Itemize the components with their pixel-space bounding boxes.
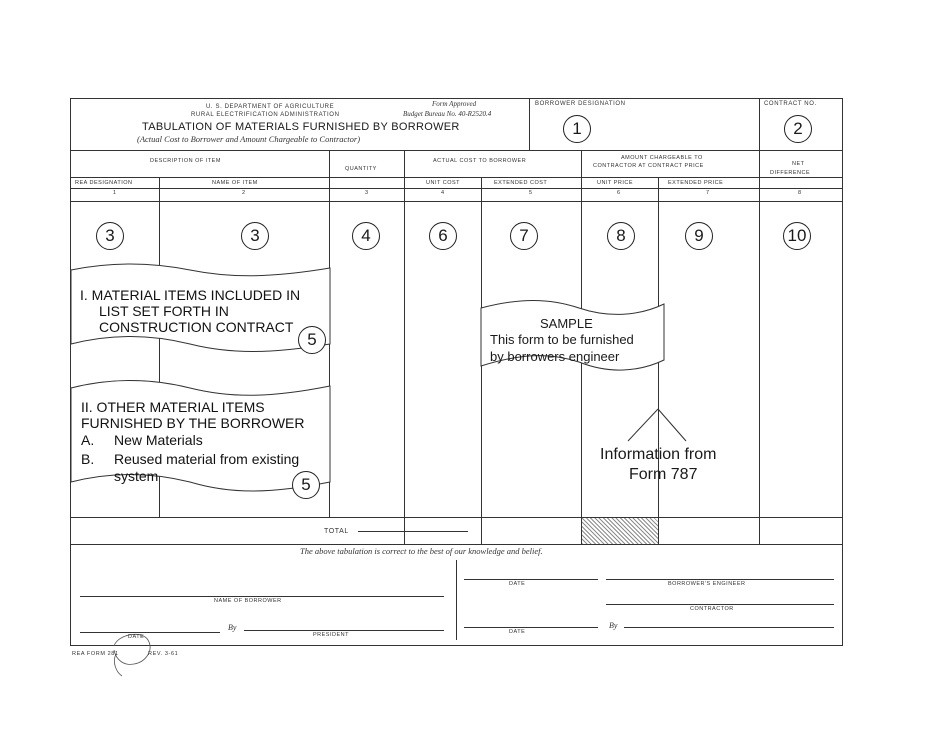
callout-2: 2 <box>784 115 812 143</box>
col-line-net <box>759 150 760 544</box>
col-num-8: 8 <box>798 190 802 196</box>
form-approved: Form Approved <box>432 100 477 108</box>
form-frame <box>70 98 843 646</box>
callout-10: 10 <box>783 222 811 250</box>
total-top-line <box>70 517 842 518</box>
callout-9: 9 <box>685 222 713 250</box>
rea-designation-header: REA DESIGNATION <box>75 180 133 186</box>
banner-2-a-text: New Materials <box>114 432 203 448</box>
by-label-2: By <box>609 621 618 630</box>
banner-1-line2: LIST SET FORTH IN <box>99 303 229 319</box>
form-title: TABULATION OF MATERIALS FURNISHED BY BOR… <box>142 121 460 133</box>
callout-4: 4 <box>352 222 380 250</box>
net-header-2: DIFFERENCE <box>770 170 811 176</box>
banner-2-b-label: B. <box>81 451 95 467</box>
banner-2-shape <box>70 380 331 492</box>
callout-3-name: 3 <box>241 222 269 250</box>
callout-7: 7 <box>510 222 538 250</box>
description-header: DESCRIPTION OF ITEM <box>150 158 221 164</box>
total-arrow-line <box>358 531 468 532</box>
total-bottom-line <box>70 544 842 545</box>
col-num-1: 1 <box>113 190 117 196</box>
col-header-number-line <box>70 188 842 189</box>
footer-divider <box>456 560 457 640</box>
dept-text: U. S. DEPARTMENT OF AGRICULTURE <box>206 104 335 110</box>
info-line1: Information from <box>600 446 717 463</box>
sample-line2: by borrowers engineer <box>490 349 620 364</box>
contractor-by-line <box>624 627 834 628</box>
budget-bureau: Budget Bureau No. 40-R2520.4 <box>403 110 492 118</box>
form-subtitle: (Actual Cost to Borrower and Amount Char… <box>137 134 361 144</box>
callout-8: 8 <box>607 222 635 250</box>
banner-2-line1: II. OTHER MATERIAL ITEMS <box>81 399 265 415</box>
banner-2-b-text: Reused material from existing <box>114 451 300 467</box>
col-line-unitcost <box>404 150 405 544</box>
total-label: TOTAL <box>324 528 349 535</box>
info-line2: Form 787 <box>629 466 698 483</box>
president-line <box>244 630 444 631</box>
name-of-item-header: NAME OF ITEM <box>212 180 258 186</box>
certify-text: The above tabulation is correct to the b… <box>300 546 543 556</box>
callout-3-rea: 3 <box>96 222 124 250</box>
header-bottom-line <box>70 150 842 151</box>
amount-chargeable-header-2: CONTRACTOR AT CONTRACT PRICE <box>593 163 704 169</box>
date-label-2: DATE <box>509 629 526 635</box>
form-revision: REV. 3-61 <box>148 651 179 657</box>
banner-1-line1: I. MATERIAL ITEMS INCLUDED IN <box>80 287 301 303</box>
banner-1-shape <box>70 263 331 352</box>
callout-5-banner1: 5 <box>298 326 326 354</box>
by-label-1: By <box>228 623 237 632</box>
extended-price-header: EXTENDED PRICE <box>668 180 724 186</box>
col-line-name <box>159 177 160 517</box>
unit-price-header: UNIT PRICE <box>597 180 634 186</box>
unit-cost-header: UNIT COST <box>426 180 461 186</box>
col-num-7: 7 <box>706 190 710 196</box>
name-of-borrower-label: NAME OF BORROWER <box>214 598 282 604</box>
extended-cost-header: EXTENDED COST <box>494 180 548 186</box>
col-num-6: 6 <box>617 190 621 196</box>
quantity-header: QUANTITY <box>345 166 377 172</box>
col-num-2: 2 <box>242 190 246 196</box>
sample-banner-shape <box>480 300 665 371</box>
date-stamp-line <box>80 632 220 633</box>
header-divider-1 <box>529 98 530 150</box>
callout-1: 1 <box>563 115 591 143</box>
info-pointer <box>627 408 687 442</box>
banner-2-line2: FURNISHED BY THE BORROWER <box>81 415 305 431</box>
col-header-mid-line <box>70 177 842 178</box>
banner-2-b-text2: system <box>114 468 159 484</box>
borrowers-engineer-label: BORROWER'S ENGINEER <box>668 581 746 587</box>
sample-title: SAMPLE <box>540 316 593 331</box>
borrower-name-line <box>80 596 444 597</box>
date-line-1 <box>464 579 598 580</box>
borrower-designation-label: BORROWER DESIGNATION <box>535 101 626 107</box>
contract-no-label: CONTRACT NO. <box>764 101 817 107</box>
date-line-2 <box>464 627 598 628</box>
president-label: PRESIDENT <box>313 632 349 638</box>
col-num-5: 5 <box>529 190 533 196</box>
date-stamp-circle <box>113 633 151 677</box>
banner-2-a-label: A. <box>81 432 95 448</box>
banner-1-line3: CONSTRUCTION CONTRACT <box>99 319 294 335</box>
col-num-3: 3 <box>365 190 369 196</box>
col-num-4: 4 <box>441 190 445 196</box>
actual-cost-header: ACTUAL COST TO BORROWER <box>433 158 527 164</box>
contractor-label: CONTRACTOR <box>690 606 734 612</box>
date-label-1: DATE <box>509 581 526 587</box>
net-header-1: NET <box>792 161 805 167</box>
callout-6: 6 <box>429 222 457 250</box>
form-number: REA FORM 281 <box>72 651 119 657</box>
amount-chargeable-header-1: AMOUNT CHARGEABLE TO <box>621 155 703 161</box>
engineer-line <box>606 579 834 580</box>
admin-text: RURAL ELECTRIFICATION ADMINISTRATION <box>191 112 340 118</box>
contractor-line <box>606 604 834 605</box>
col-header-bottom-line <box>70 201 842 202</box>
callout-5-banner2: 5 <box>292 471 320 499</box>
date-stamp-label: DATE <box>128 634 145 640</box>
header-divider-2 <box>759 98 760 150</box>
hatched-cell <box>582 518 658 544</box>
sample-line1: This form to be furnished <box>490 332 634 347</box>
